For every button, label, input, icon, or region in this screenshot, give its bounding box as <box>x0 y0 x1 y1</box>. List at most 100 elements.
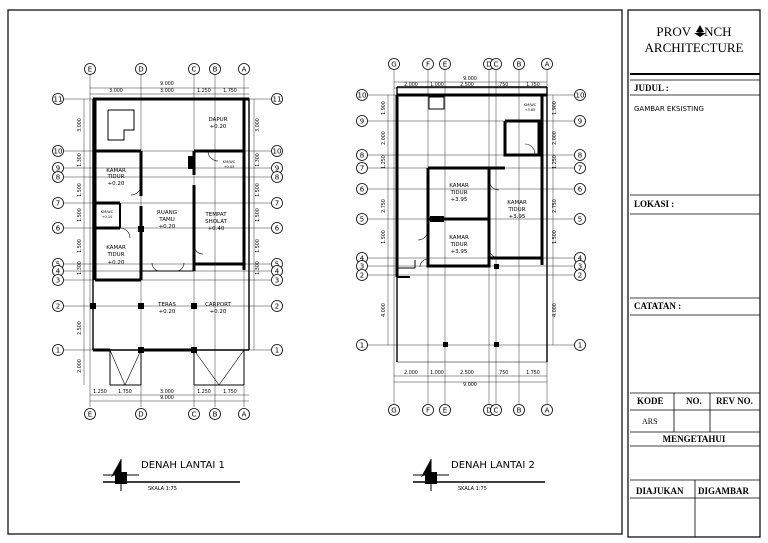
grid-bubble: 7 <box>52 197 64 209</box>
svg-text:5: 5 <box>275 261 279 269</box>
grid-bubble: B <box>513 404 525 416</box>
room-label: KAMAR <box>449 183 469 189</box>
svg-text:F: F <box>426 407 430 415</box>
svg-text:6: 6 <box>56 225 61 233</box>
dimension-label: 1.500 <box>381 230 387 244</box>
dimension-label: 2.000 <box>404 82 418 88</box>
drawing-frame <box>7 9 623 535</box>
svg-text:10: 10 <box>576 92 585 100</box>
dimension-label: 1.250 <box>381 155 387 169</box>
svg-text:4: 4 <box>275 268 280 276</box>
svg-text:9: 9 <box>56 165 60 173</box>
dimension-label: 1.750 <box>223 389 237 395</box>
svg-text:10: 10 <box>54 148 63 156</box>
grid-bubble: A <box>541 404 553 416</box>
room-label: TERAS <box>157 302 176 308</box>
dimension-label: 9.000 <box>160 395 174 401</box>
room-level: +0.20 <box>108 181 125 187</box>
catatan-label: CATATAN : <box>634 301 681 311</box>
company-logo-icon <box>694 25 706 37</box>
plan-title-1: DENAH LANTAI 1 SKALA 1:75 <box>103 459 240 492</box>
room-level: +0.20 <box>108 260 125 266</box>
dimension-label: 1.900 <box>552 101 558 115</box>
dimension-label: 4.000 <box>552 303 558 317</box>
dimension-label: 4.000 <box>381 303 387 317</box>
grid-bubble: E <box>439 404 451 416</box>
dimension-label: .750 <box>498 370 509 376</box>
svg-text:C: C <box>494 61 499 69</box>
svg-text:3: 3 <box>275 277 279 285</box>
svg-text:B: B <box>213 411 218 419</box>
svg-text:B: B <box>517 407 522 415</box>
dimension-label: 2.000 <box>381 131 387 145</box>
grid-bubble: E <box>439 58 451 70</box>
svg-text:E: E <box>443 61 447 69</box>
room-label: TIDUR <box>106 174 124 180</box>
svg-text:6: 6 <box>275 225 280 233</box>
room-level: +0.20 <box>210 309 227 315</box>
svg-text:7: 7 <box>360 165 364 173</box>
grid-bubble: 1 <box>52 344 64 356</box>
dimension-label: 2.750 <box>552 199 558 213</box>
kode-value: ARS <box>642 417 658 426</box>
dimension-label: 1.000 <box>430 82 444 88</box>
room-label: TIDUR <box>449 242 467 248</box>
dimension-label: 1.750 <box>223 88 237 94</box>
grid-bubble: 2 <box>271 300 283 312</box>
svg-text:10: 10 <box>358 92 367 100</box>
grid-bubble: A <box>238 408 250 420</box>
title-block-frame <box>627 9 761 538</box>
grid-bubble: 6 <box>52 222 64 234</box>
svg-text:7: 7 <box>578 165 582 173</box>
room-label: KAMAR <box>106 168 126 174</box>
dimension-label: 2.750 <box>381 199 387 213</box>
dimension-label: 1.250 <box>197 389 211 395</box>
dimension-label: 1.750 <box>526 82 540 88</box>
dimension-label: 1.300 <box>255 261 261 275</box>
svg-text:8: 8 <box>360 152 364 160</box>
grid-bubble: A <box>541 58 553 70</box>
grid-bubble: F <box>422 58 434 70</box>
dimension-label: 1.250 <box>93 389 107 395</box>
rev-label: REV NO. <box>716 396 753 406</box>
svg-text:4: 4 <box>56 268 61 276</box>
svg-text:2: 2 <box>578 272 582 280</box>
svg-text:11: 11 <box>54 96 63 104</box>
grid-bubble: 11 <box>271 93 283 105</box>
svg-text:A: A <box>545 407 550 415</box>
dimension-label: 2.000 <box>77 359 83 373</box>
grid-bubble: 1 <box>271 344 283 356</box>
svg-text:1: 1 <box>578 342 582 350</box>
grid-bubble: D <box>135 63 147 75</box>
svg-text:A: A <box>545 61 550 69</box>
grid-bubble: D <box>135 408 147 420</box>
dimension-label: 1.500 <box>77 239 83 253</box>
svg-text:D: D <box>486 61 491 69</box>
grid-bubble: 8 <box>52 171 64 183</box>
dimension-label: 2.500 <box>460 82 474 88</box>
grid-bubble: 10 <box>574 89 586 101</box>
svg-text:9: 9 <box>360 118 364 126</box>
dimension-label: 1.500 <box>77 183 83 197</box>
grid-bubble: 9 <box>356 115 368 127</box>
room-level: +3.85 <box>525 108 536 112</box>
dimension-label: 9.000 <box>463 382 477 388</box>
company-subtitle: ARCHITECTURE <box>645 40 744 55</box>
svg-text:B: B <box>213 66 218 74</box>
dimension-label: 3.000 <box>160 88 174 94</box>
dimension-label: 1.500 <box>255 239 261 253</box>
grid-bubble: 2 <box>574 269 586 281</box>
room-label: KM/WC <box>101 210 114 214</box>
svg-text:C: C <box>494 407 499 415</box>
grid-bubble: 8 <box>574 149 586 161</box>
svg-text:D: D <box>138 66 143 74</box>
grid-bubble: B <box>209 408 221 420</box>
dimension-label: 2.500 <box>460 370 474 376</box>
dimension-label: 1.750 <box>118 389 132 395</box>
dimension-label: 1.300 <box>77 153 83 167</box>
grid-bubble: 6 <box>356 183 368 195</box>
grid-bubble: F <box>422 404 434 416</box>
